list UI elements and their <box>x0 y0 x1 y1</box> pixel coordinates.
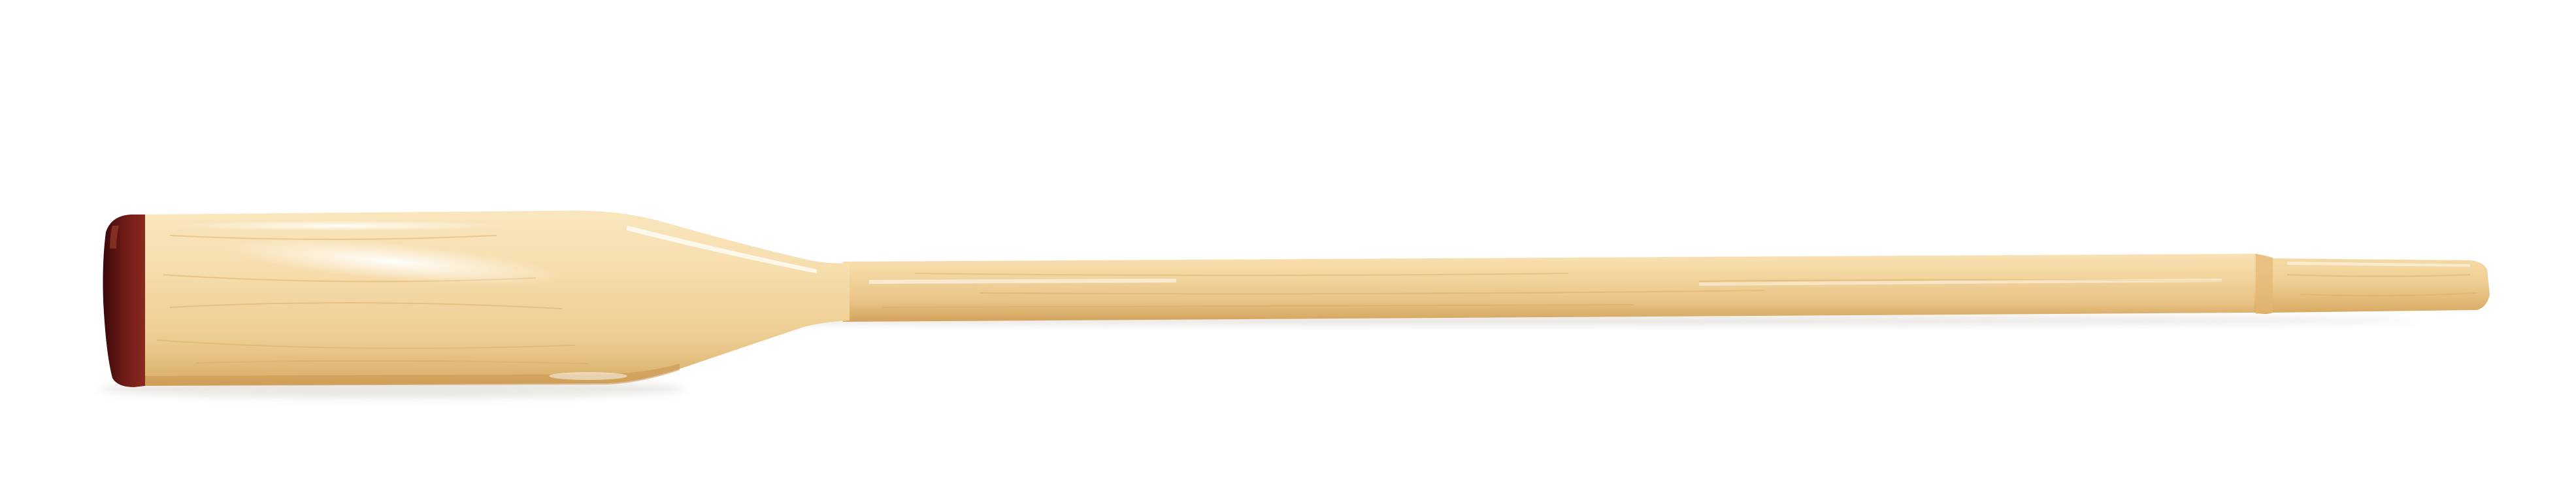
handle-collar <box>2256 254 2273 314</box>
blade-tip <box>103 215 145 387</box>
oar-blade <box>140 211 850 386</box>
wood-grain <box>156 235 2477 364</box>
gloss-highlights <box>176 220 2470 380</box>
blade-tip-highlight <box>110 226 119 249</box>
oar-shaft <box>843 254 2258 322</box>
oar-handle <box>2254 254 2490 314</box>
blade-lower-edge <box>140 364 680 386</box>
